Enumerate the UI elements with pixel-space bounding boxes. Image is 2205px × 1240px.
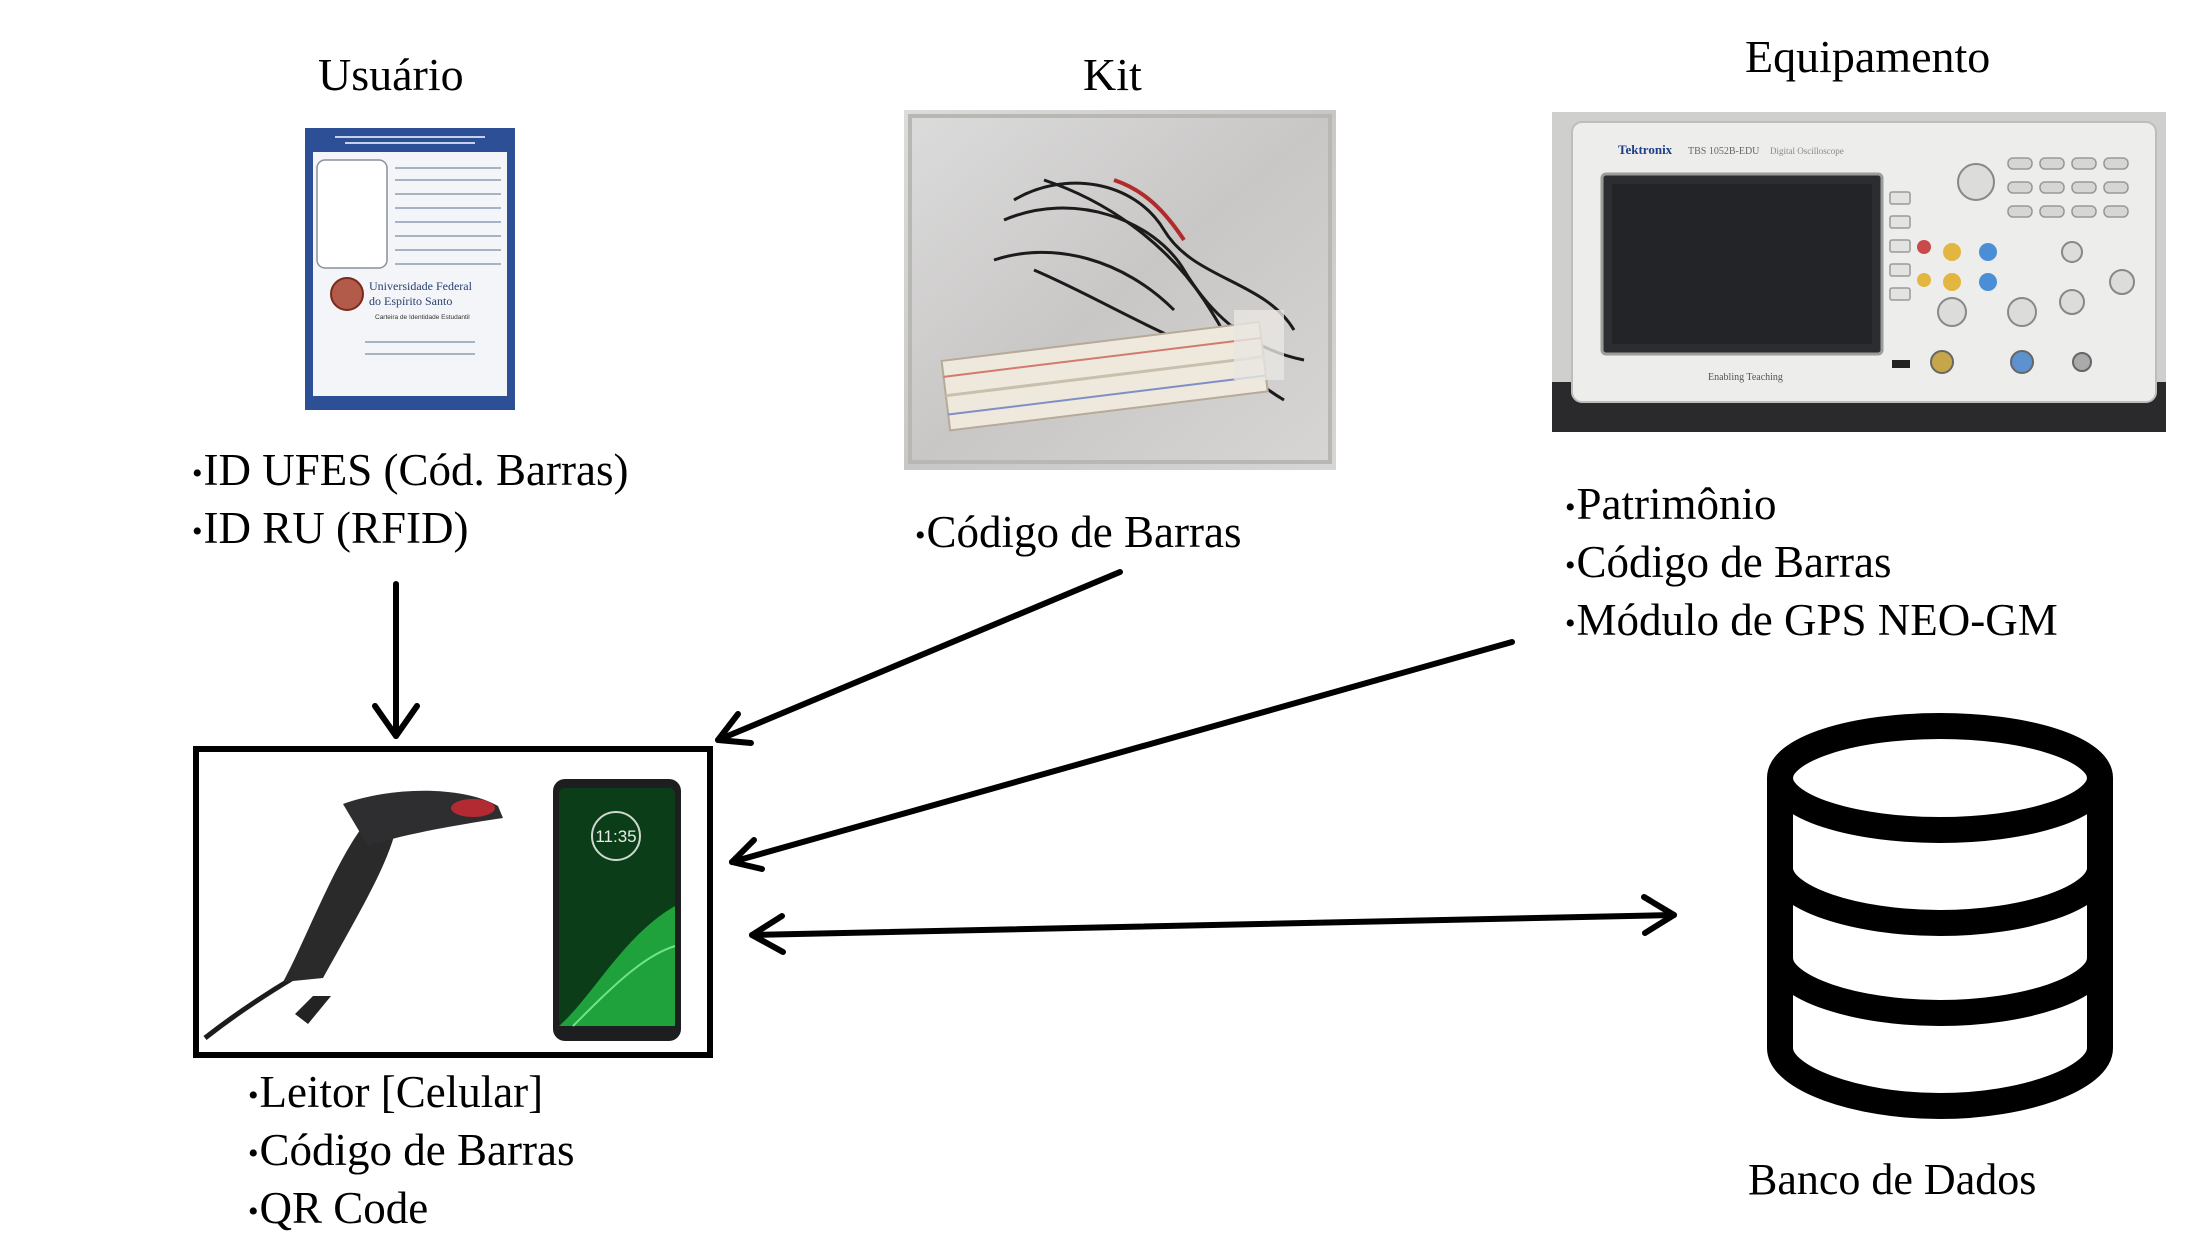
arrow-equipamento-to-reader: [729, 639, 1515, 872]
arrow-usuario-to-reader: [372, 581, 420, 739]
scope-slogan: Enabling Teaching: [1708, 372, 1783, 383]
card-subtitle: Carteira de Identidade Estudantil: [375, 314, 470, 321]
oscilloscope-image: Tektronix TBS 1052B-EDU Digital Oscillos…: [1552, 112, 2166, 432]
database-icon: [1767, 713, 2113, 1119]
usuario-item-1: •ID UFES (Cód. Barras): [192, 445, 629, 495]
leitor-item-2: •Código de Barras: [248, 1125, 575, 1175]
student-id-card-image: Universidade Federal do Espírito Santo C…: [305, 128, 515, 410]
reader-box: 11:35: [193, 746, 713, 1058]
leitor-item-1: •Leitor [Celular]: [248, 1067, 544, 1117]
arrow-reader-database: [749, 894, 1677, 955]
arrow-kit-to-reader: [715, 569, 1123, 746]
kit-bag-image: [904, 110, 1336, 470]
card-university-line2: do Espírito Santo: [369, 294, 452, 308]
banco-label: Banco de Dados: [1748, 1155, 2037, 1204]
usuario-title: Usuário: [318, 49, 464, 100]
leitor-item-3: •QR Code: [248, 1183, 429, 1233]
equipamento-item-3: •Módulo de GPS NEO-GM: [1565, 595, 2058, 645]
scope-type: Digital Oscilloscope: [1770, 146, 1844, 156]
smartphone-image: 11:35: [553, 779, 681, 1041]
barcode-scanner-image: [203, 790, 503, 1040]
card-university-line1: Universidade Federal: [369, 279, 473, 293]
kit-item-1: •Código de Barras: [915, 507, 1242, 557]
equipamento-title: Equipamento: [1745, 31, 1991, 82]
phone-clock: 11:35: [595, 827, 636, 846]
equipamento-item-1: •Patrimônio: [1565, 479, 1777, 529]
scope-brand: Tektronix: [1618, 142, 1673, 157]
kit-title: Kit: [1083, 49, 1142, 100]
usuario-item-2: •ID RU (RFID): [192, 503, 469, 553]
scope-model: TBS 1052B-EDU: [1688, 146, 1760, 157]
equipamento-item-2: •Código de Barras: [1565, 537, 1892, 587]
